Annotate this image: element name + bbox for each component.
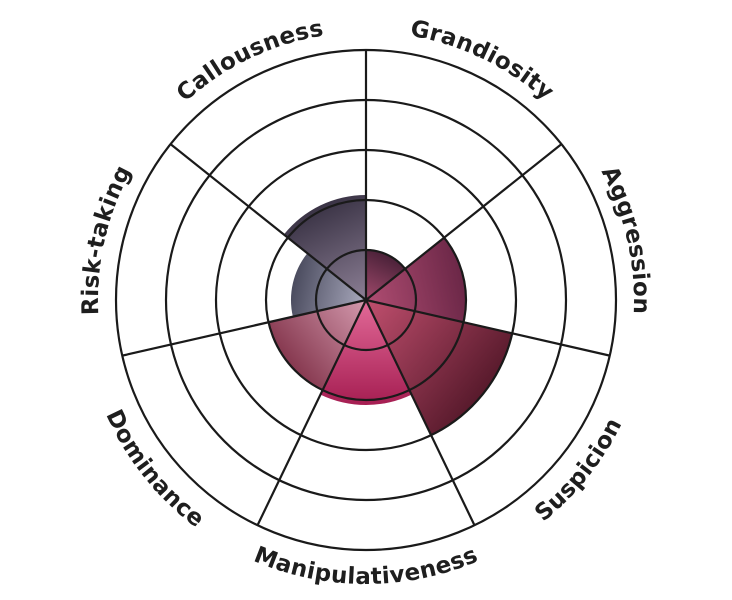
category-label-callousness: Callousness bbox=[172, 15, 326, 106]
grid-layer bbox=[114, 48, 618, 552]
grid-spoke-7 bbox=[169, 143, 367, 301]
category-label-risk-taking: Risk-taking bbox=[78, 161, 137, 315]
grid-spoke-2 bbox=[365, 143, 563, 301]
wedge-aggression bbox=[366, 237, 466, 323]
wedge-manipulativeness bbox=[320, 300, 412, 406]
category-label-grandiosity: Grandiosity bbox=[408, 16, 559, 106]
grid-spoke-3 bbox=[365, 298, 610, 357]
grid-spoke-6 bbox=[122, 298, 367, 357]
category-label-dominance: Dominance bbox=[100, 406, 209, 533]
wedge-grandiosity bbox=[366, 250, 406, 300]
wedge-layer bbox=[268, 195, 513, 436]
grid-spoke-5 bbox=[256, 299, 367, 526]
wedge-risk-taking bbox=[291, 253, 366, 317]
category-label-aggression: Aggression bbox=[596, 162, 654, 314]
grid-spoke-4 bbox=[365, 299, 476, 526]
